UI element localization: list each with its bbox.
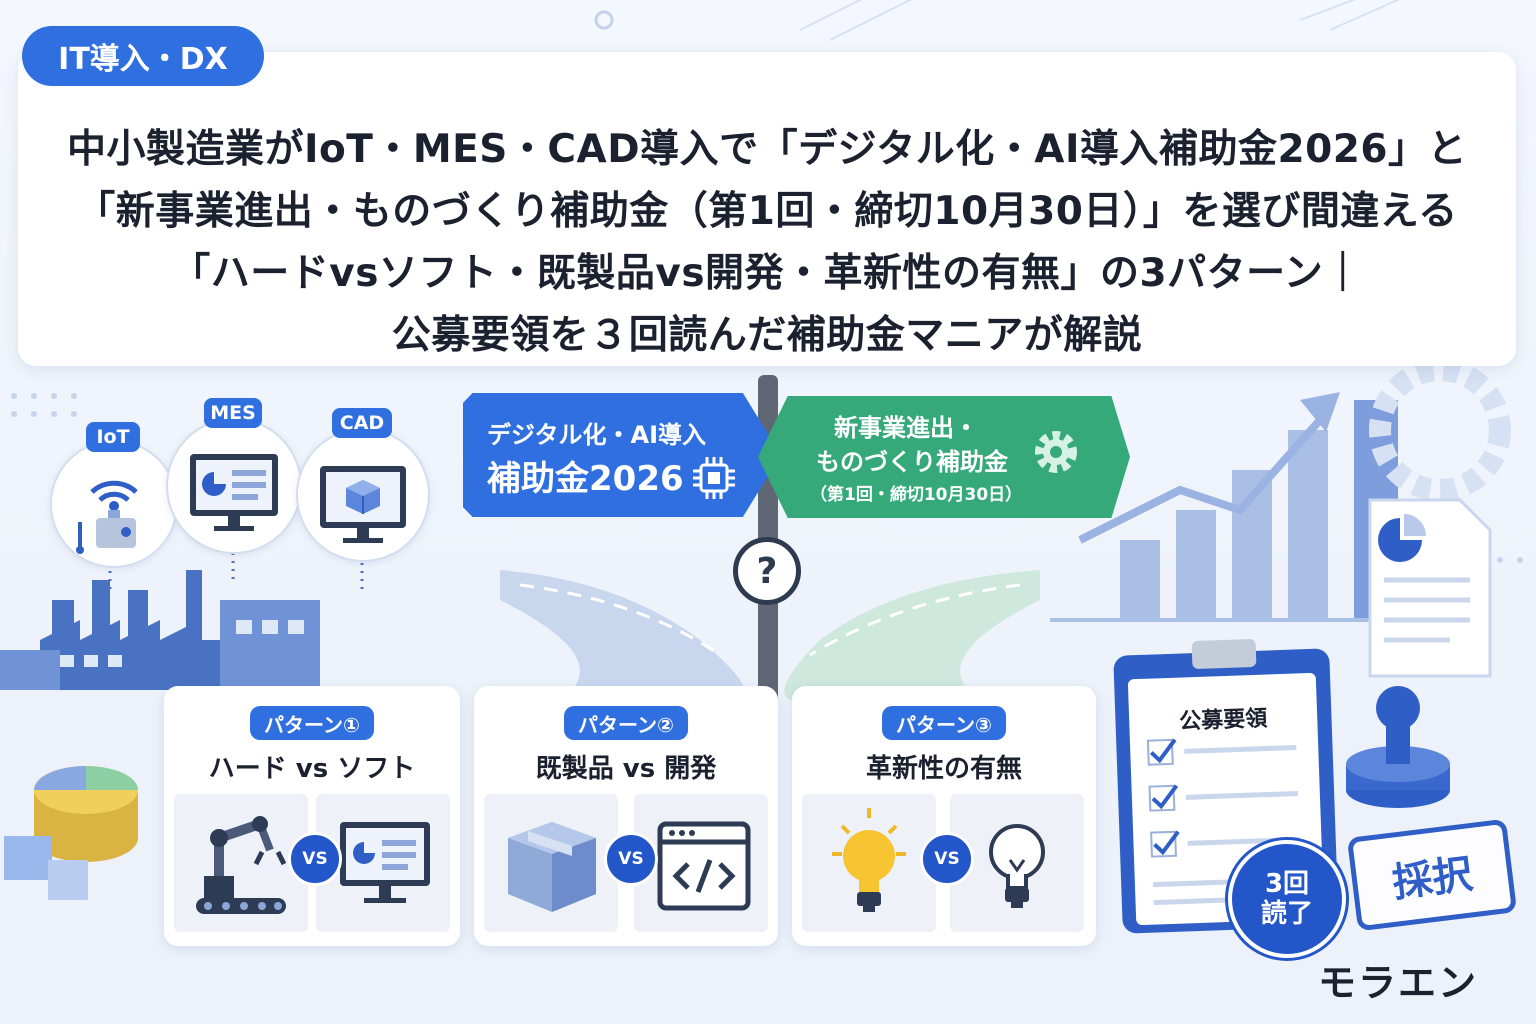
cad-label: CAD [332, 408, 392, 438]
sign-digital-ai-subsidy[interactable]: デジタル化・AI導入 補助金2026 [463, 393, 781, 517]
robot-arm-icon [196, 816, 287, 914]
pattern-tag: パターン③ [882, 706, 1006, 740]
brand-logo-text: モラエン [1318, 961, 1479, 1005]
question-mark-icon: ? [733, 537, 801, 605]
pattern-left-box [802, 794, 936, 932]
gear-icon [1035, 431, 1077, 473]
chip-icon [693, 457, 735, 499]
sign-green-line1: 新事業進出・ [834, 414, 978, 442]
read-badge-line2: 読了 [1260, 899, 1313, 929]
pattern-card-1: パターン① ハード vs ソフト VS [164, 686, 460, 946]
adopted-stamp: 採択 [1346, 818, 1518, 932]
pattern-card-3: パターン③ 革新性の有無 VS [792, 686, 1096, 946]
pattern-right-box [316, 794, 450, 932]
cad-monitor-icon [320, 466, 406, 543]
mes-circle [166, 418, 302, 554]
pattern-tag: パターン② [564, 706, 688, 740]
title-line-2: 「新事業進出・ものづくり補助金（第1回・締切10月30日）」を選び間違える [76, 189, 1458, 234]
sign-new-business-monozukuri-subsidy[interactable]: 新事業進出・ ものづくり補助金 （第1回・締切10月30日） [758, 396, 1130, 518]
vs-badge: VS [604, 832, 658, 886]
pattern-tag: パターン① [250, 706, 374, 740]
pattern-left-box [174, 794, 308, 932]
read-badge-line1: 3回 [1264, 869, 1310, 899]
vs-badge: VS [288, 832, 342, 886]
code-window-icon [657, 821, 751, 911]
iot-device-icon [76, 480, 138, 554]
sign-blue-line2: 補助金2026 [487, 459, 684, 499]
title-line-1: 中小製造業がIoT・MES・CAD導入で「デジタル化・AI導入補助金2026」と [66, 127, 1468, 172]
unlit-bulb-icon [989, 824, 1045, 908]
iot-label: IoT [86, 422, 140, 452]
iot-circle [50, 440, 178, 568]
title-line-3: 「ハードvsソフト・既製品vs開発・革新性の有無」の3パターン｜ [171, 251, 1363, 296]
sign-blue-line1: デジタル化・AI導入 [487, 421, 707, 449]
pattern-card-2: パターン② 既製品 vs 開発 VS [474, 686, 778, 946]
lit-bulb-icon [832, 808, 906, 912]
pattern-title: ハード vs ソフト [208, 754, 416, 784]
mes-label: MES [204, 398, 262, 428]
sign-green-line2: ものづくり補助金 [816, 448, 1008, 476]
monitor-icon [340, 822, 430, 903]
box-icon [508, 822, 596, 912]
sign-green-line3: （第1回・締切10月30日） [810, 485, 1023, 505]
cad-circle [296, 428, 430, 562]
pattern-left-box [484, 794, 618, 932]
read-three-times-badge: 3回 読了 [1228, 840, 1346, 958]
title-line-4: 公募要領を３回読んだ補助金マニアが解説 [391, 313, 1143, 358]
pattern-title: 既製品 vs 開発 [535, 754, 717, 784]
dashboard-monitor-icon [190, 454, 278, 531]
vs-badge: VS [920, 832, 974, 886]
category-badge: IT導入・DX [22, 26, 264, 86]
pattern-title: 革新性の有無 [865, 754, 1022, 784]
title-card: 中小製造業がIoT・MES・CAD導入で「デジタル化・AI導入補助金2026」と… [18, 52, 1516, 366]
clipboard-clip [1191, 638, 1257, 670]
clipboard-title: 公募要領 [1178, 706, 1268, 735]
